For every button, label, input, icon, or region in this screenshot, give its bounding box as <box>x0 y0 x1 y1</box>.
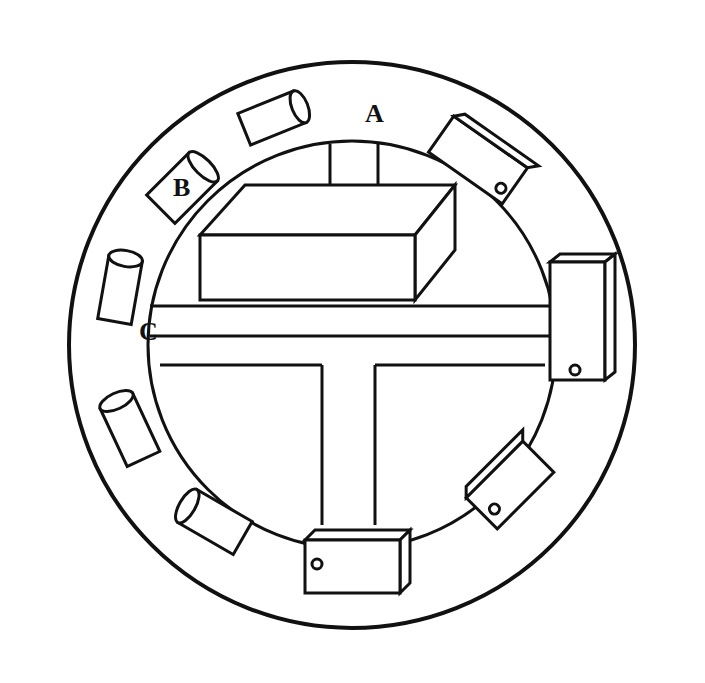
cylinder-weight <box>147 147 223 223</box>
outer-rim <box>69 62 635 628</box>
box-weight <box>461 430 560 529</box>
cylinder-weight <box>98 248 144 325</box>
letter-label: A <box>362 100 387 128</box>
box-weight <box>429 110 539 209</box>
box-weight <box>550 254 615 380</box>
letter-label: C <box>136 318 161 346</box>
spoke <box>374 365 377 525</box>
crossbar <box>150 335 555 338</box>
cylinder-weight <box>238 88 314 145</box>
letter-label: B <box>170 174 193 202</box>
box-weight <box>305 530 410 593</box>
spoke <box>329 144 332 185</box>
spoke <box>321 365 324 525</box>
cylinder-weight <box>97 386 160 466</box>
crossbar <box>150 305 555 308</box>
inner-rim <box>148 141 556 549</box>
cylinder-weight <box>171 486 252 555</box>
panel-edge <box>375 364 545 367</box>
central-box <box>200 185 455 300</box>
spoke <box>377 144 380 185</box>
panel-edge <box>160 364 322 367</box>
